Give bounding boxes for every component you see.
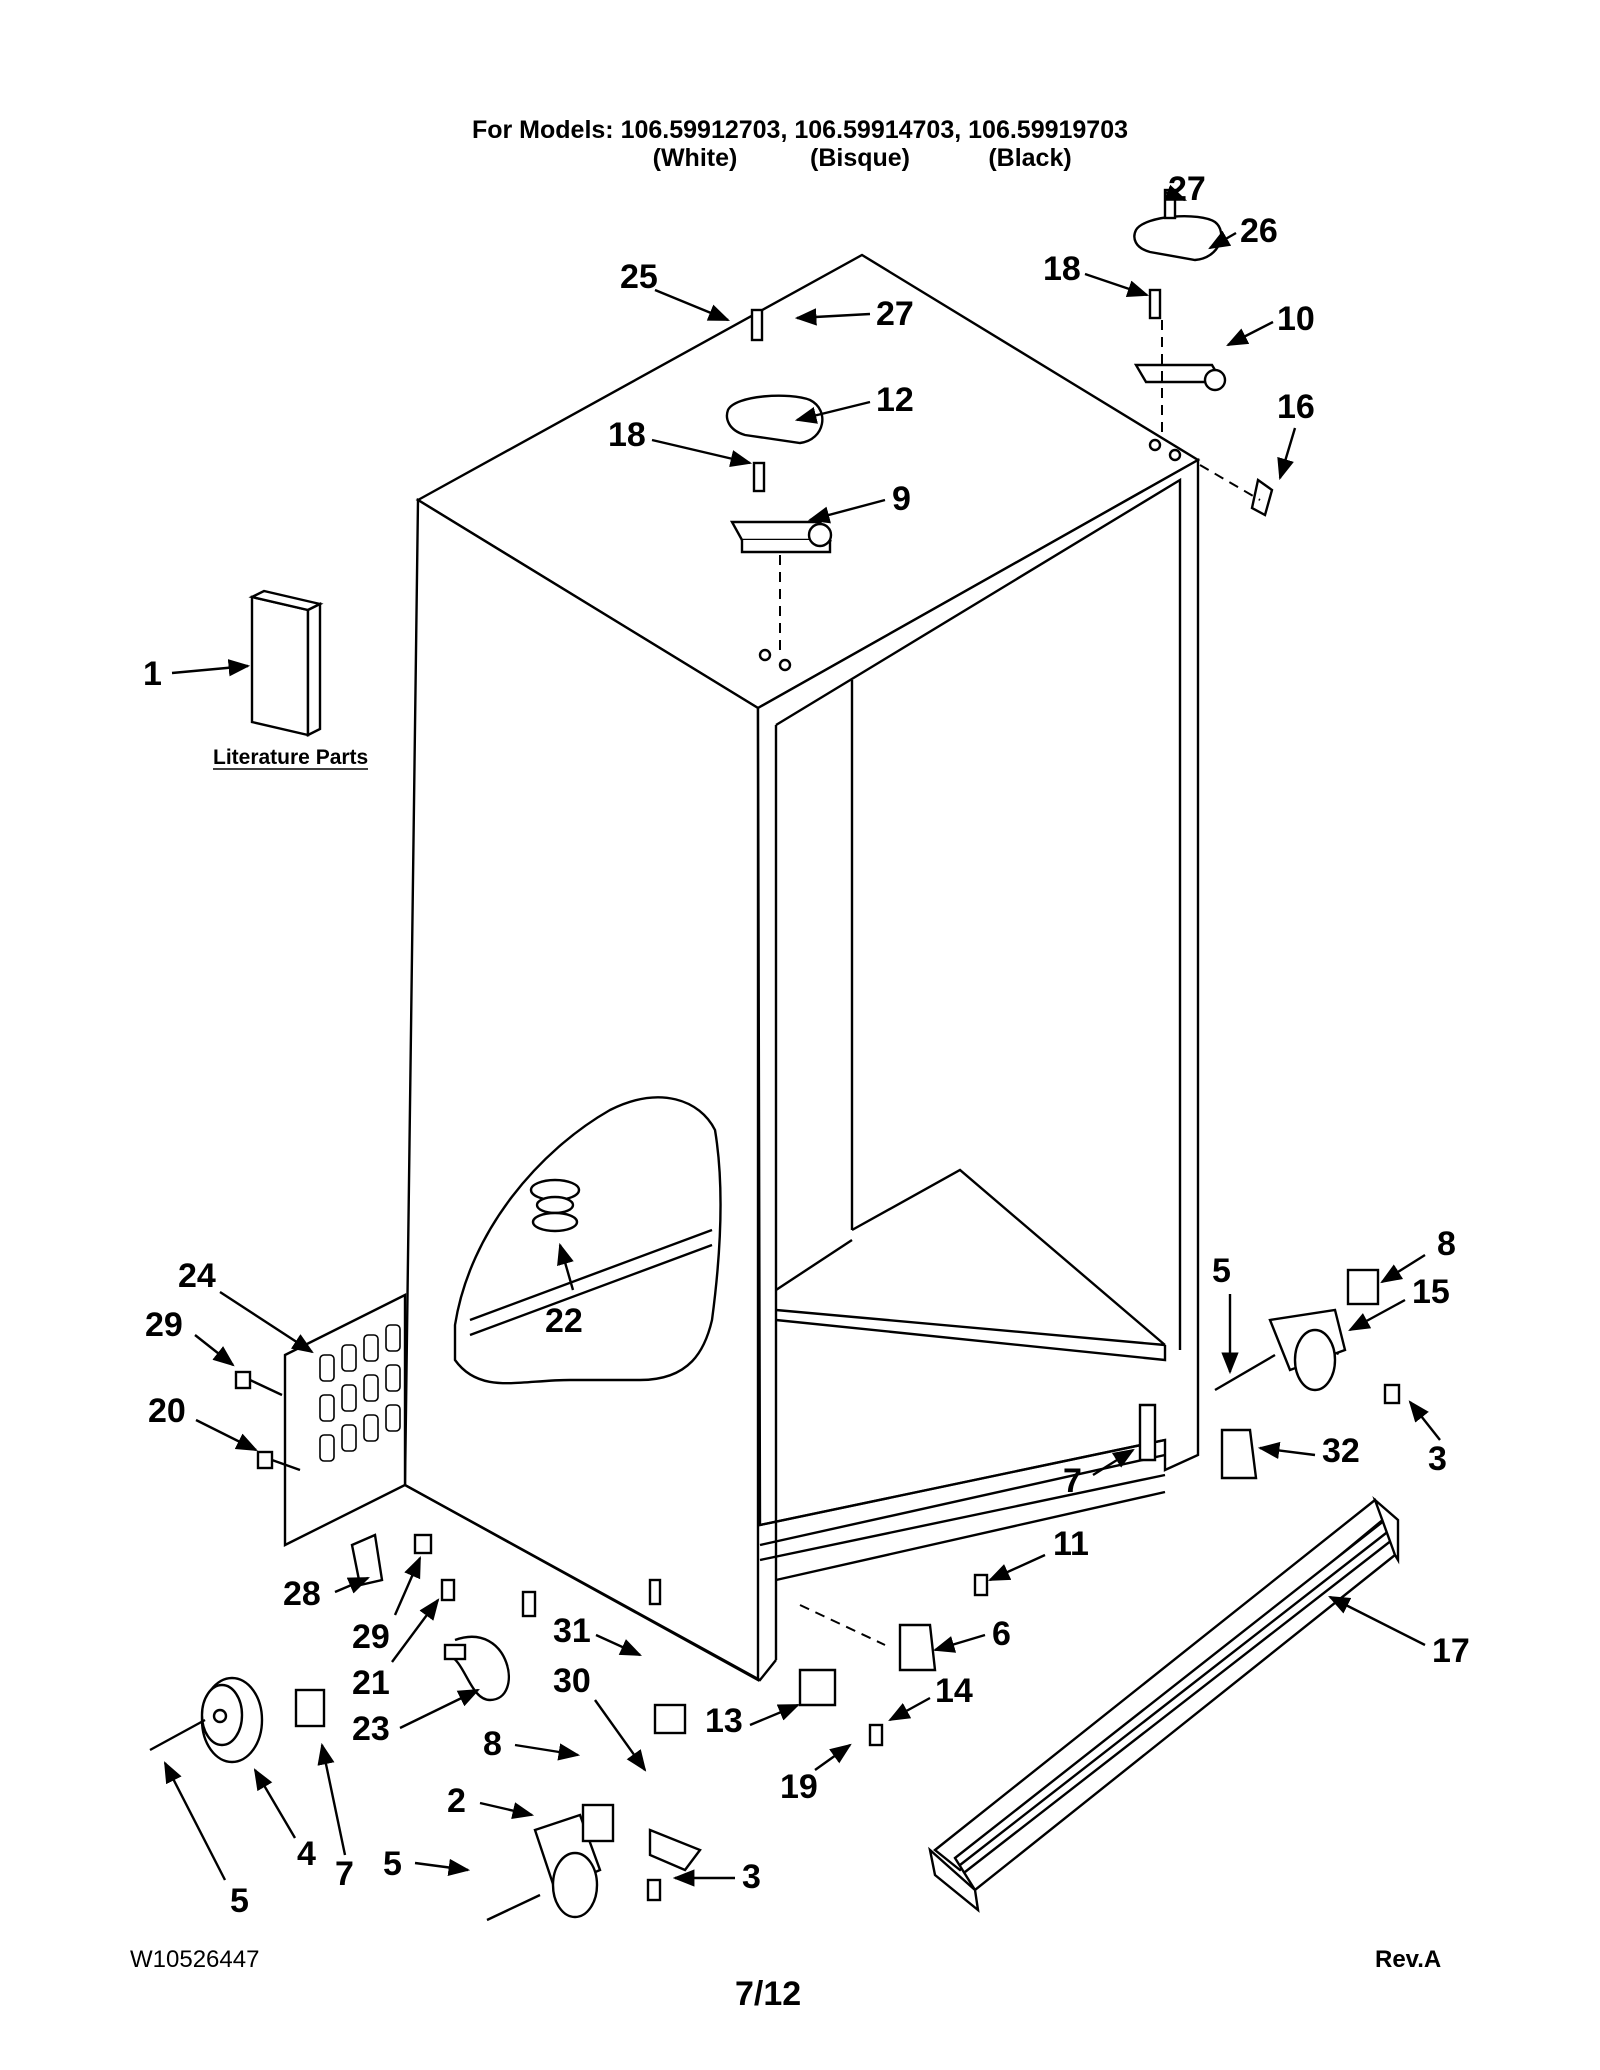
callout-15: 15 bbox=[1412, 1273, 1450, 1311]
top-hinge-right bbox=[1133, 188, 1274, 517]
callout-1: 1 bbox=[143, 655, 162, 693]
callout-27-left: 27 bbox=[876, 295, 914, 333]
callout-11: 11 bbox=[1053, 1525, 1089, 1563]
callout-5-right: 5 bbox=[1212, 1252, 1231, 1290]
roller-assembly-front bbox=[486, 1803, 702, 1922]
callout-26: 26 bbox=[1240, 212, 1278, 250]
callout-10: 10 bbox=[1277, 300, 1315, 338]
callout-21: 21 bbox=[352, 1664, 390, 1702]
refrigerator-cabinet bbox=[403, 253, 1201, 1683]
revision: Rev.A bbox=[1375, 1946, 1441, 1973]
callout-29-left: 29 bbox=[145, 1306, 183, 1344]
callout-6: 6 bbox=[992, 1615, 1011, 1653]
roller-assembly-right bbox=[1138, 1268, 1401, 1480]
hinge-bracket-bottom bbox=[648, 1573, 989, 1747]
callout-25: 25 bbox=[620, 258, 658, 296]
callout-7-right: 7 bbox=[1063, 1462, 1082, 1500]
screws bbox=[234, 1370, 301, 1472]
color-black: (Black) bbox=[988, 144, 1071, 172]
callout-2: 2 bbox=[447, 1782, 466, 1820]
callout-30: 30 bbox=[553, 1662, 591, 1700]
callout-9: 9 bbox=[892, 480, 911, 518]
callout-31: 31 bbox=[553, 1612, 591, 1650]
header: For Models: 106.59912703, 106.59914703, … bbox=[472, 116, 1128, 172]
callout-16: 16 bbox=[1277, 388, 1315, 426]
callout-18-left: 18 bbox=[608, 416, 646, 454]
callout-18-right: 18 bbox=[1043, 250, 1081, 288]
water-line bbox=[350, 1533, 537, 1702]
callout-22: 22 bbox=[545, 1302, 583, 1340]
color-white: (White) bbox=[653, 144, 738, 172]
literature-parts-label: Literature Parts bbox=[213, 746, 368, 769]
models-line: For Models: 106.59912703, 106.59914703, … bbox=[472, 116, 1128, 144]
callout-3-bottom: 3 bbox=[742, 1858, 761, 1896]
callout-5-middle: 5 bbox=[383, 1845, 402, 1883]
footer: W10526447 7/12 Rev.A bbox=[130, 1946, 1441, 2013]
callout-5-left: 5 bbox=[230, 1882, 249, 1920]
callout-14: 14 bbox=[935, 1672, 973, 1710]
callout-8-left: 7 bbox=[335, 1855, 354, 1893]
callout-23: 23 bbox=[352, 1710, 390, 1748]
callout-27-right: 27 bbox=[1168, 170, 1206, 208]
page-number: 7/12 bbox=[735, 1975, 801, 2013]
base-grille bbox=[928, 1496, 1400, 1913]
callouts: 1 25 27 12 18 9 27 26 18 10 16 22 24 29 … bbox=[143, 170, 1470, 1920]
callout-29-bottom: 29 bbox=[352, 1618, 390, 1656]
callout-8-middle: 8 bbox=[483, 1725, 502, 1763]
callout-13: 13 bbox=[705, 1702, 743, 1740]
callout-32: 32 bbox=[1322, 1432, 1360, 1470]
callout-8-right: 8 bbox=[1437, 1225, 1456, 1263]
callout-3-right: 3 bbox=[1428, 1440, 1447, 1478]
callout-12: 12 bbox=[876, 381, 914, 419]
callout-17: 17 bbox=[1432, 1632, 1470, 1670]
callout-19: 19 bbox=[780, 1768, 818, 1806]
color-bisque: (Bisque) bbox=[810, 144, 910, 172]
doc-number: W10526447 bbox=[130, 1946, 259, 1973]
roller-assembly-left bbox=[149, 1676, 326, 1764]
callout-20: 20 bbox=[148, 1392, 186, 1430]
callout-28: 28 bbox=[283, 1575, 321, 1613]
rear-vent-panel bbox=[283, 1293, 407, 1547]
callout-4: 4 bbox=[297, 1835, 316, 1873]
callout-24: 24 bbox=[178, 1257, 216, 1295]
hardware-parts bbox=[149, 1268, 1401, 1922]
literature-booklet: Literature Parts bbox=[213, 589, 368, 770]
